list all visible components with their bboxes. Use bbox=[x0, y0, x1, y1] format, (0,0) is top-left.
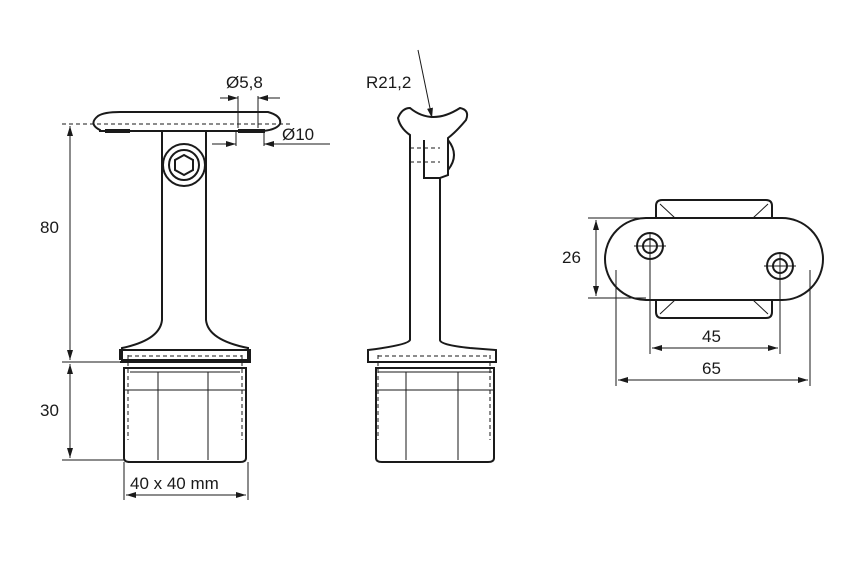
side-view: R21,2 bbox=[366, 49, 497, 463]
front-dimensions: Ø5,8 Ø10 80 30 40 x 40 mm bbox=[40, 73, 330, 500]
radius-label: R21,2 bbox=[366, 73, 411, 92]
plate-width-label: 26 bbox=[562, 248, 581, 267]
plate-length-label: 65 bbox=[702, 359, 721, 378]
top-dimensions: 26 45 65 bbox=[562, 217, 811, 386]
head-diameter-label: Ø10 bbox=[282, 125, 314, 144]
hole-spacing-label: 45 bbox=[702, 327, 721, 346]
front-view bbox=[62, 111, 290, 463]
top-view bbox=[604, 199, 824, 319]
base-size-label: 40 x 40 mm bbox=[130, 474, 219, 493]
height-upper-label: 80 bbox=[40, 218, 59, 237]
height-lower-label: 30 bbox=[40, 401, 59, 420]
hole-diameter-label: Ø5,8 bbox=[226, 73, 263, 92]
